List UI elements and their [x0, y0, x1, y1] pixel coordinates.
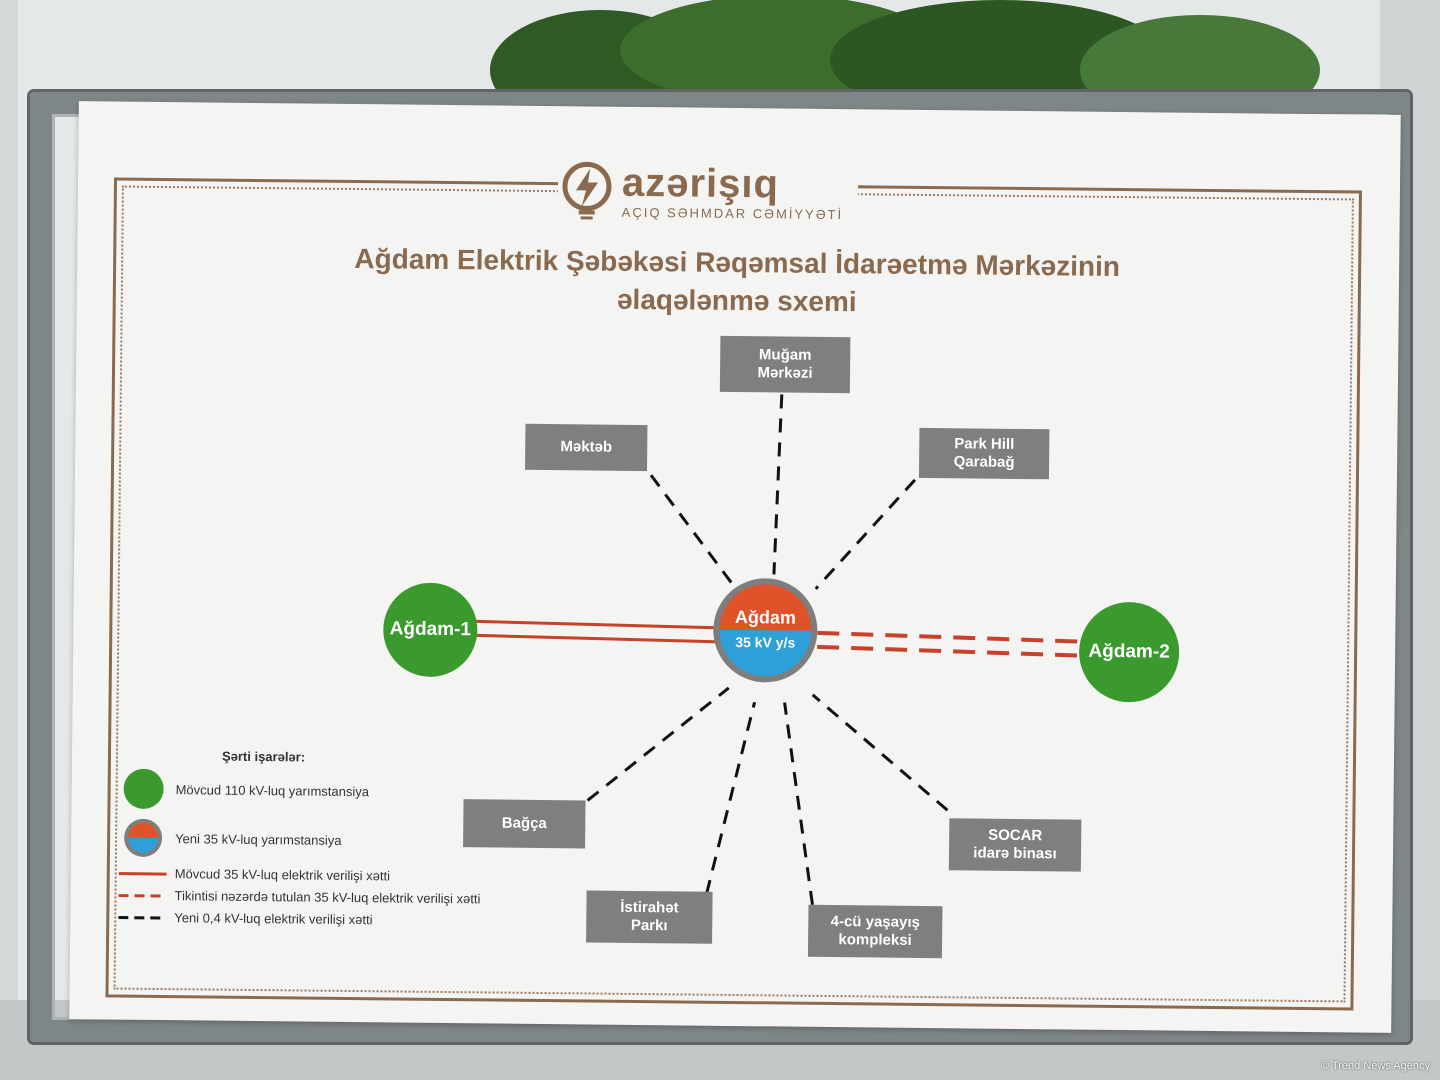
line-yasayis — [783, 702, 814, 906]
consumer-parkhill-line1: Park Hill — [954, 435, 1015, 453]
legend-item-text: Yeni 0,4 kV-luq elektrik verilişi xətti — [174, 910, 373, 928]
consumer-yasayis-line1: 4-cü yaşayış — [830, 913, 920, 931]
consumer-istirahet-line2: Parkı — [630, 916, 668, 935]
legend-item-green-circle: Mövcud 110 kV-luq yarımstansiya — [111, 767, 369, 812]
line-istirahet — [705, 701, 757, 895]
consumer-mekteb: Məktəb — [525, 423, 648, 472]
line-agdam-1-b — [473, 633, 716, 644]
hub-sub: 35 kV y/s — [718, 629, 812, 677]
legend-item-solid-red-line: Mövcud 35 kV-luq elektrik verilişi xətti — [111, 865, 390, 883]
legend-item-text: Mövcud 35 kV-luq elektrik verilişi xətti — [174, 866, 391, 884]
line-mugam — [772, 394, 784, 575]
legend-item-text: Tikintisi nəzərdə tutulan 35 kV-luq elek… — [174, 888, 481, 907]
line-agdam-2-b — [817, 644, 1084, 658]
line-bagca — [586, 686, 730, 802]
consumer-yasayis-line2: kompleksi — [838, 931, 912, 949]
consumer-parkhill-line2: Qarabağ — [953, 453, 1015, 471]
substation-agdam-2-label: Ağdam-2 — [1088, 640, 1170, 663]
company-logo: azərişıq AÇIQ SƏHMDAR CƏMİYYƏTİ — [557, 154, 859, 230]
green-circle-icon — [123, 768, 164, 809]
line-parkhill — [814, 478, 917, 590]
photo-credit: © Trend News Agency — [1321, 1060, 1430, 1072]
legend-item-text: Mövcud 110 kV-luq yarımstansiya — [175, 781, 370, 799]
lightbulb-bolt-icon — [562, 161, 612, 220]
line-mekteb — [649, 474, 736, 587]
legend-item-text: Yeni 35 kV-luq yarımstansiya — [175, 830, 342, 848]
dashed-black-line-icon — [118, 915, 167, 920]
solid-red-line-icon — [118, 871, 167, 876]
legend-item-dashed-black-line: Yeni 0,4 kV-luq elektrik verilişi xətti — [110, 909, 373, 928]
line-agdam-1-a — [473, 619, 716, 630]
substation-agdam-1: Ağdam-1 — [382, 582, 478, 678]
legend-item-split-circle: Yeni 35 kV-luq yarımstansiya — [111, 817, 342, 859]
legend-title: Şərti işarələr: — [221, 748, 306, 765]
hub-name: Ağdam — [719, 583, 812, 631]
consumer-istirahet-line1: İstirahət — [620, 898, 679, 917]
line-socar — [811, 693, 949, 812]
diagram-board: azərişıq AÇIQ SƏHMDAR CƏMİYYƏTİ Ağdam El… — [69, 101, 1401, 1033]
split-circle-icon — [124, 818, 163, 857]
plant-foliage — [490, 0, 1320, 130]
connection-lines — [473, 394, 1084, 906]
consumer-mugam-line2: Mərkəzi — [757, 364, 813, 382]
consumer-socar-line1: SOCAR — [988, 826, 1043, 845]
consumer-mekteb-line1: Məktəb — [560, 438, 613, 456]
substation-agdam-1-label: Ağdam-1 — [389, 618, 472, 641]
dashed-red-line-icon — [118, 893, 167, 898]
hub-agdam-substation: Ağdam 35 kV y/s — [712, 577, 818, 683]
legend-item-dashed-red-line: Tikintisi nəzərdə tutulan 35 kV-luq elek… — [110, 887, 480, 906]
consumer-socar-line2: idarə binası — [973, 844, 1057, 863]
legend: Şərti işarələr: Mövcud 110 kV-luq yarıms… — [110, 747, 532, 951]
substation-agdam-2: Ağdam-2 — [1078, 601, 1180, 703]
consumer-mugam-line1: Muğam — [758, 346, 812, 364]
line-agdam-2-a — [817, 630, 1084, 644]
